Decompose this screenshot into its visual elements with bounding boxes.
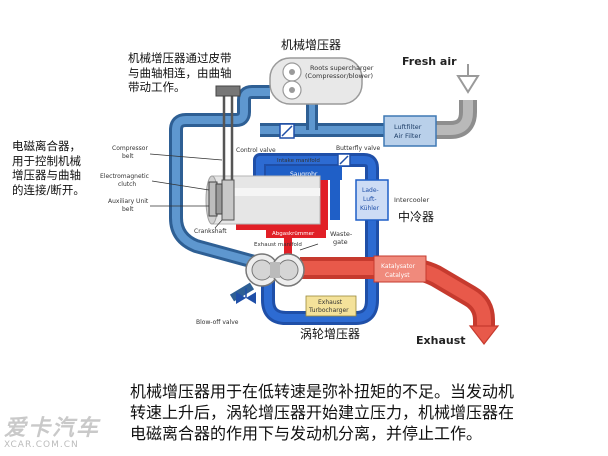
ladeluft-label-1: Lade- — [362, 187, 379, 194]
turbo-title: 涡轮增压器 — [300, 327, 361, 341]
belt-note-line-2: 与曲轴相连，由曲轴 — [128, 65, 232, 80]
compressor-belt-label-1: Compressor — [112, 145, 148, 152]
exhaust-manifold-label: Exhaust manifold — [254, 242, 302, 248]
wastegate-leader — [299, 243, 319, 251]
catalyst-label: Catalyst — [385, 272, 410, 279]
exhaust-label: Exhaust — [416, 334, 466, 347]
ladeluft-label-2: Luft- — [363, 196, 377, 203]
wastegate-label-1: Waste- — [330, 230, 353, 238]
crankshaft-label: Crankshaft — [194, 228, 227, 235]
fresh-air-inlet-pipe — [432, 100, 477, 139]
caption: 机械增压器用于在低转速是弥补扭矩的不足。当发动机 转速上升后，涡轮增压器开始建立… — [130, 381, 600, 444]
air-filter-label: Air Filter — [394, 132, 421, 140]
turbo-label-box — [305, 295, 357, 317]
blow-off-valve-label: Blow-off valve — [196, 319, 239, 326]
intake-manifold-label: Intake manifold — [277, 158, 320, 164]
xcar-watermark: 爱卡汽车 XCAR.COM.CN — [4, 410, 100, 450]
fresh-air-arrow-icon — [456, 64, 480, 94]
control-valve-icon — [279, 123, 295, 139]
wastegate-label-2: gate — [333, 238, 348, 246]
ladeluft-label-3: Kühler — [360, 205, 380, 212]
clutch-note-line-1: 电磁离合器， — [12, 139, 81, 153]
belt-note-line-3: 带动工作。 — [128, 80, 186, 95]
caption-line-3: 电磁离合器的作用下与发动机分离，并停止工作。 — [130, 424, 483, 443]
exhaust-arrow-icon — [468, 325, 500, 345]
roots-label-2: (Compressor/blower) — [305, 72, 373, 80]
exhaust-turbo-label-1: Exhaust — [318, 299, 343, 306]
caption-line-2: 转速上升后，涡轮增压器开始建立压力，机械增压器在 — [130, 403, 515, 422]
intake-pipes — [169, 85, 385, 325]
electromagnetic-label-2: clutch — [118, 181, 136, 188]
watermark-main: 爱卡汽车 — [4, 416, 101, 441]
butterfly-valve-label: Butterfly valve — [336, 145, 380, 152]
butterfly-valve-icon — [337, 153, 351, 167]
intercooler-label: Intercooler — [394, 196, 429, 204]
exhaust-turbo-label-2: Turbocharger — [308, 307, 349, 314]
catalyst-box — [373, 255, 427, 283]
roots-supercharger — [269, 57, 363, 105]
katalysator-label: Katalysator — [381, 263, 416, 270]
clutch-note: 电磁离合器， 用于控制机械 增压器与曲轴 的连接/断开。 — [12, 139, 85, 198]
electromagnetic-label-1: Electromagnetic — [100, 173, 149, 180]
auxiliary-belt-label-1: Auxiliary Unit — [108, 198, 149, 205]
compressor-belt-label-2: belt — [122, 153, 134, 160]
luftfilter-label: Luftfilter — [394, 123, 422, 131]
blow-off-valve-icon — [236, 288, 256, 304]
leader-lines — [149, 153, 223, 229]
caption-line-1: 机械增压器用于在低转速是弥补扭矩的不足。当发动机 — [130, 382, 515, 401]
watermark-sub: XCAR.COM.CN — [4, 440, 79, 450]
intercooler-box — [355, 179, 389, 221]
belt-note: 机械增压器通过皮带 与曲轴相连，由曲轴 带动工作。 — [128, 51, 232, 95]
auxiliary-belt-label-2: belt — [122, 206, 134, 213]
abgaskruemmer-label: Abgaskrümmer — [272, 231, 315, 237]
turbocharger — [245, 253, 305, 287]
air-filter-box — [383, 115, 437, 147]
roots-label-1: Roots supercharger — [310, 64, 374, 72]
supercharger-title: 机械增压器 — [281, 38, 342, 52]
fresh-air-label: Fresh air — [402, 55, 457, 68]
belt-note-line-1: 机械增压器通过皮带 — [128, 51, 232, 65]
clutch-note-line-4: 的连接/断开。 — [12, 183, 85, 198]
clutch-note-line-2: 用于控制机械 — [12, 153, 81, 168]
saugrohr-label: Saugrohr — [290, 171, 318, 178]
clutch-note-line-3: 增压器与曲轴 — [12, 168, 81, 183]
intercooler-title: 中冷器 — [398, 210, 435, 224]
electromagnetic-clutch — [208, 181, 223, 217]
control-valve-label: Control valve — [236, 147, 276, 154]
